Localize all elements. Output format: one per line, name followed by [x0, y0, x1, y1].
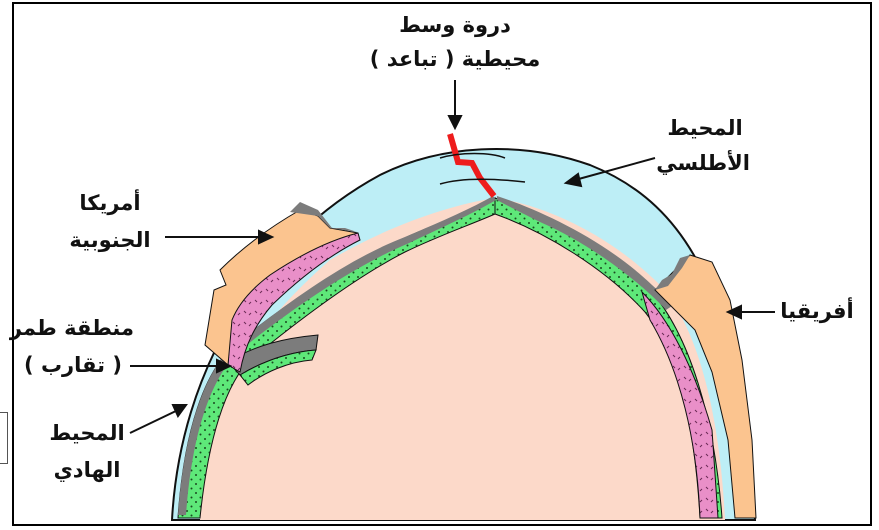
atlantic-label-line1: المحيط [660, 113, 750, 143]
south-america-label-line1: أمريكا [70, 188, 150, 218]
ridge-arrow [449, 80, 461, 128]
ridge-label-line1: دروة وسط [395, 10, 515, 40]
pacific-arrow [130, 405, 186, 433]
africa-arrow [728, 306, 775, 318]
pacific-label-line2: الهادي [42, 455, 132, 485]
pacific-label-line1: المحيط [42, 418, 132, 448]
atlantic-label-line2: الأطلسي [660, 148, 750, 178]
subduction-label-line1: منطقة طمر [14, 313, 134, 343]
ridge-label-line2: محيطية ( تباعد ) [360, 44, 550, 74]
subduction-label-line2: ( تقارب ) [18, 350, 128, 380]
africa-label: أفريقيا [772, 296, 862, 326]
south-america-label-line2: الجنوبية [60, 225, 160, 255]
